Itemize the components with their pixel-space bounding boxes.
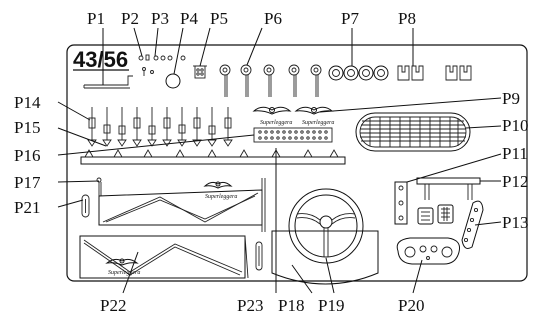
label-p6: P6 <box>264 9 282 28</box>
part-p8-clips <box>397 65 472 81</box>
label-p19: P19 <box>318 296 344 315</box>
label-p23: P23 <box>237 296 263 315</box>
label-p17: P17 <box>14 173 41 192</box>
label-p9: P9 <box>502 89 520 108</box>
part-p4-disc <box>165 73 181 89</box>
part-p21-rod <box>81 194 90 218</box>
part-p7-gear-rings <box>328 65 389 81</box>
part-p5-bracket <box>193 65 207 79</box>
label-p10: P10 <box>502 116 528 135</box>
part-p1-rod <box>83 75 133 89</box>
part-p3-small-bits <box>153 55 173 61</box>
label-p12: P12 <box>502 172 528 191</box>
part-p6-hooks <box>219 64 322 97</box>
part-p18-panel <box>271 230 379 285</box>
part-p15-rail <box>80 149 346 165</box>
truss-upper-script: Superleggera <box>205 194 237 200</box>
part-p23-rod <box>255 241 263 271</box>
label-p18: P18 <box>278 296 304 315</box>
leader-lines <box>57 27 502 294</box>
part-frame-truss-upper: Superleggera <box>98 178 266 232</box>
part-p9-winged-badges: Superleggera Superleggera <box>252 106 334 126</box>
label-p3: P3 <box>151 9 169 28</box>
part-p16-hole-strip <box>253 127 333 143</box>
label-p16: P16 <box>14 146 40 165</box>
label-p2: P2 <box>121 9 139 28</box>
part-p14-pins <box>87 107 233 147</box>
label-p4: P4 <box>180 9 198 28</box>
part-frame-truss-lower: Superleggera <box>79 235 249 279</box>
label-p22: P22 <box>100 296 126 315</box>
label-p20: P20 <box>398 296 424 315</box>
part-p11-plate <box>394 181 408 225</box>
label-p15: P15 <box>14 118 40 137</box>
label-p11: P11 <box>502 144 528 163</box>
fret-frame <box>66 44 528 282</box>
label-p13: P13 <box>502 213 528 232</box>
badge-script-left: Superleggera <box>260 120 292 126</box>
part-p17-rod <box>96 177 102 196</box>
callout-labels: P1 P2 P3 P4 P5 P6 P7 P8 P9 P10 P11 P12 P… <box>14 9 528 315</box>
part-p10-grille <box>355 112 471 152</box>
part-p13-curved-strip <box>461 200 484 249</box>
part-pedals <box>417 204 454 225</box>
part-p20-gauge-panel <box>396 237 460 265</box>
part-p19-steering-wheel <box>288 188 364 264</box>
label-p8: P8 <box>398 9 416 28</box>
part-p4-small-ring <box>180 55 186 61</box>
label-p14: P14 <box>14 93 41 112</box>
label-p5: P5 <box>210 9 228 28</box>
part-number: 43/56 <box>73 47 128 72</box>
badge-script-right: Superleggera <box>302 120 334 126</box>
part-p12-bar <box>416 177 481 200</box>
label-p1: P1 <box>87 9 105 28</box>
label-p7: P7 <box>341 9 359 28</box>
truss-lower-script: Superleggera <box>108 270 140 276</box>
label-p21: P21 <box>14 198 40 217</box>
part-p2-small-bits <box>138 54 154 76</box>
